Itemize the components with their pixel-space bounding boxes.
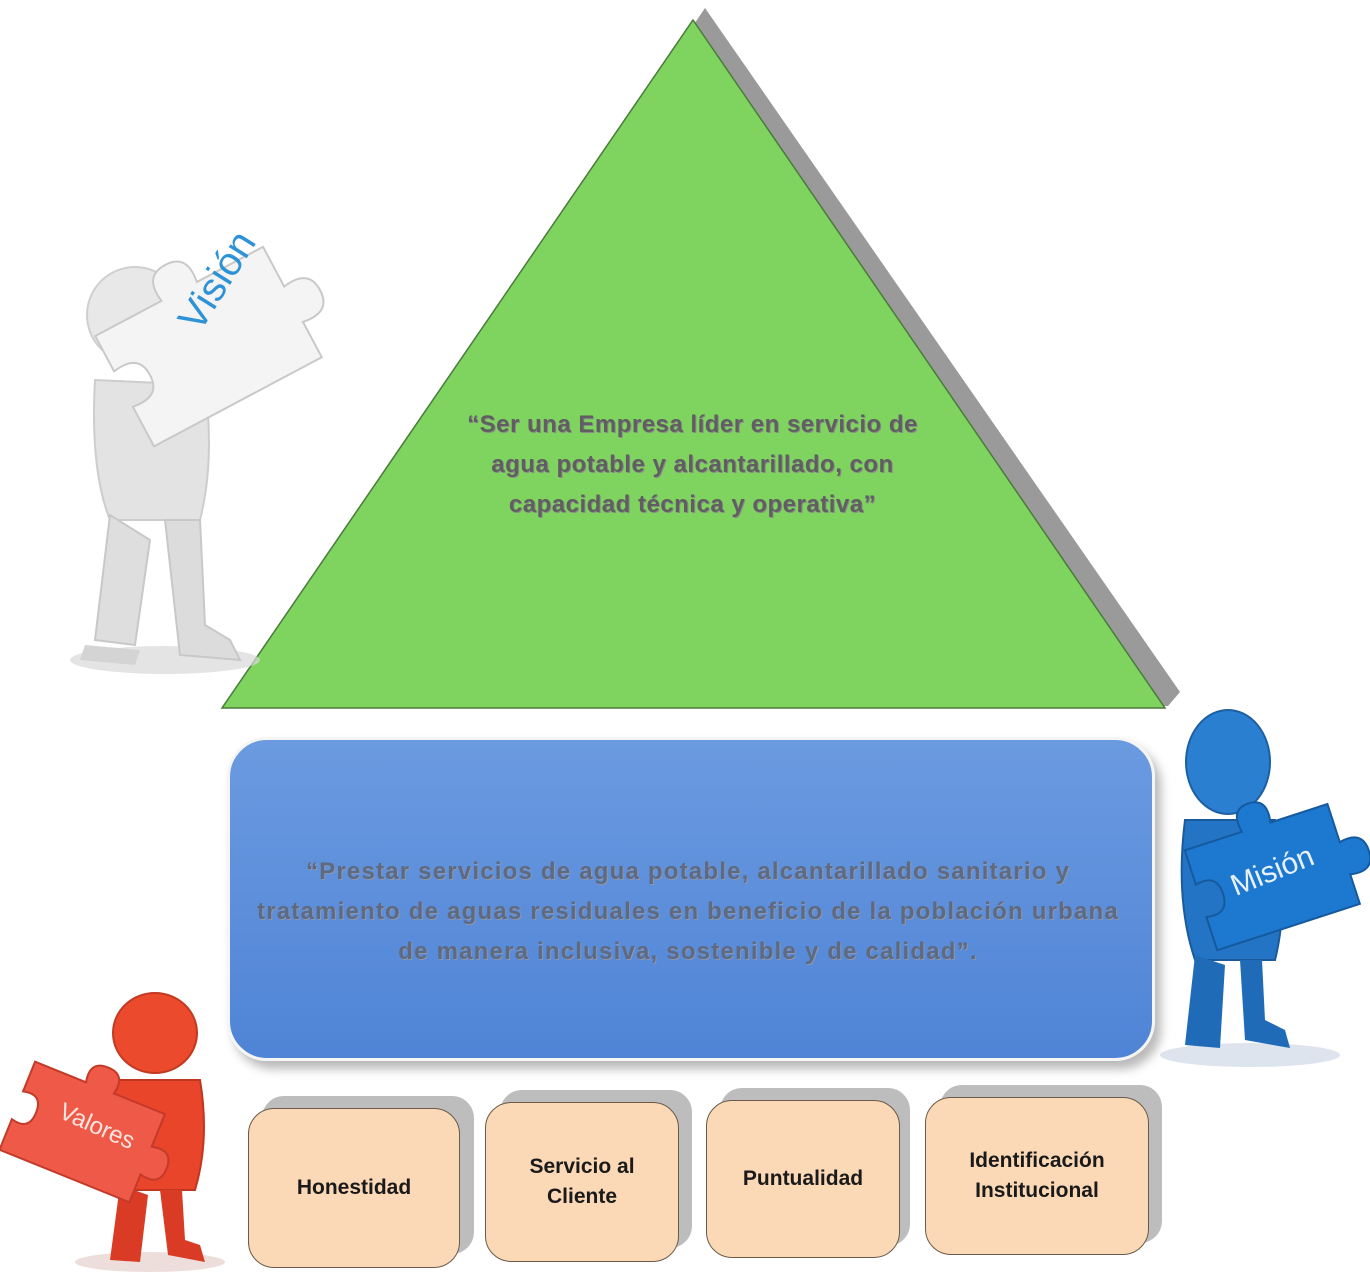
value-label: Honestidad [296, 1176, 412, 1199]
mission-statement: “Prestar servicios de agua potable, alca… [257, 858, 1119, 965]
mission-box [227, 737, 1155, 1061]
value-label: Puntualidad [742, 1167, 864, 1190]
value-box-honestidad: Honestidad [248, 1108, 460, 1268]
vision-puzzle-piece [93, 245, 325, 448]
value-box-servicio: Servicio al Cliente [485, 1102, 679, 1262]
value-label: Identificación Institucional [969, 1149, 1105, 1202]
values-puzzle-piece [0, 1060, 170, 1204]
value-box-puntualidad: Puntualidad [706, 1100, 900, 1258]
mission-puzzle-piece [1183, 801, 1370, 952]
vision-statement: “Ser una Empresa líder en servicio de ag… [467, 411, 918, 518]
value-label: Servicio al Cliente [529, 1155, 635, 1208]
vision-pyramid [220, 18, 1167, 709]
value-box-identificacion: Identificación Institucional [925, 1097, 1149, 1255]
